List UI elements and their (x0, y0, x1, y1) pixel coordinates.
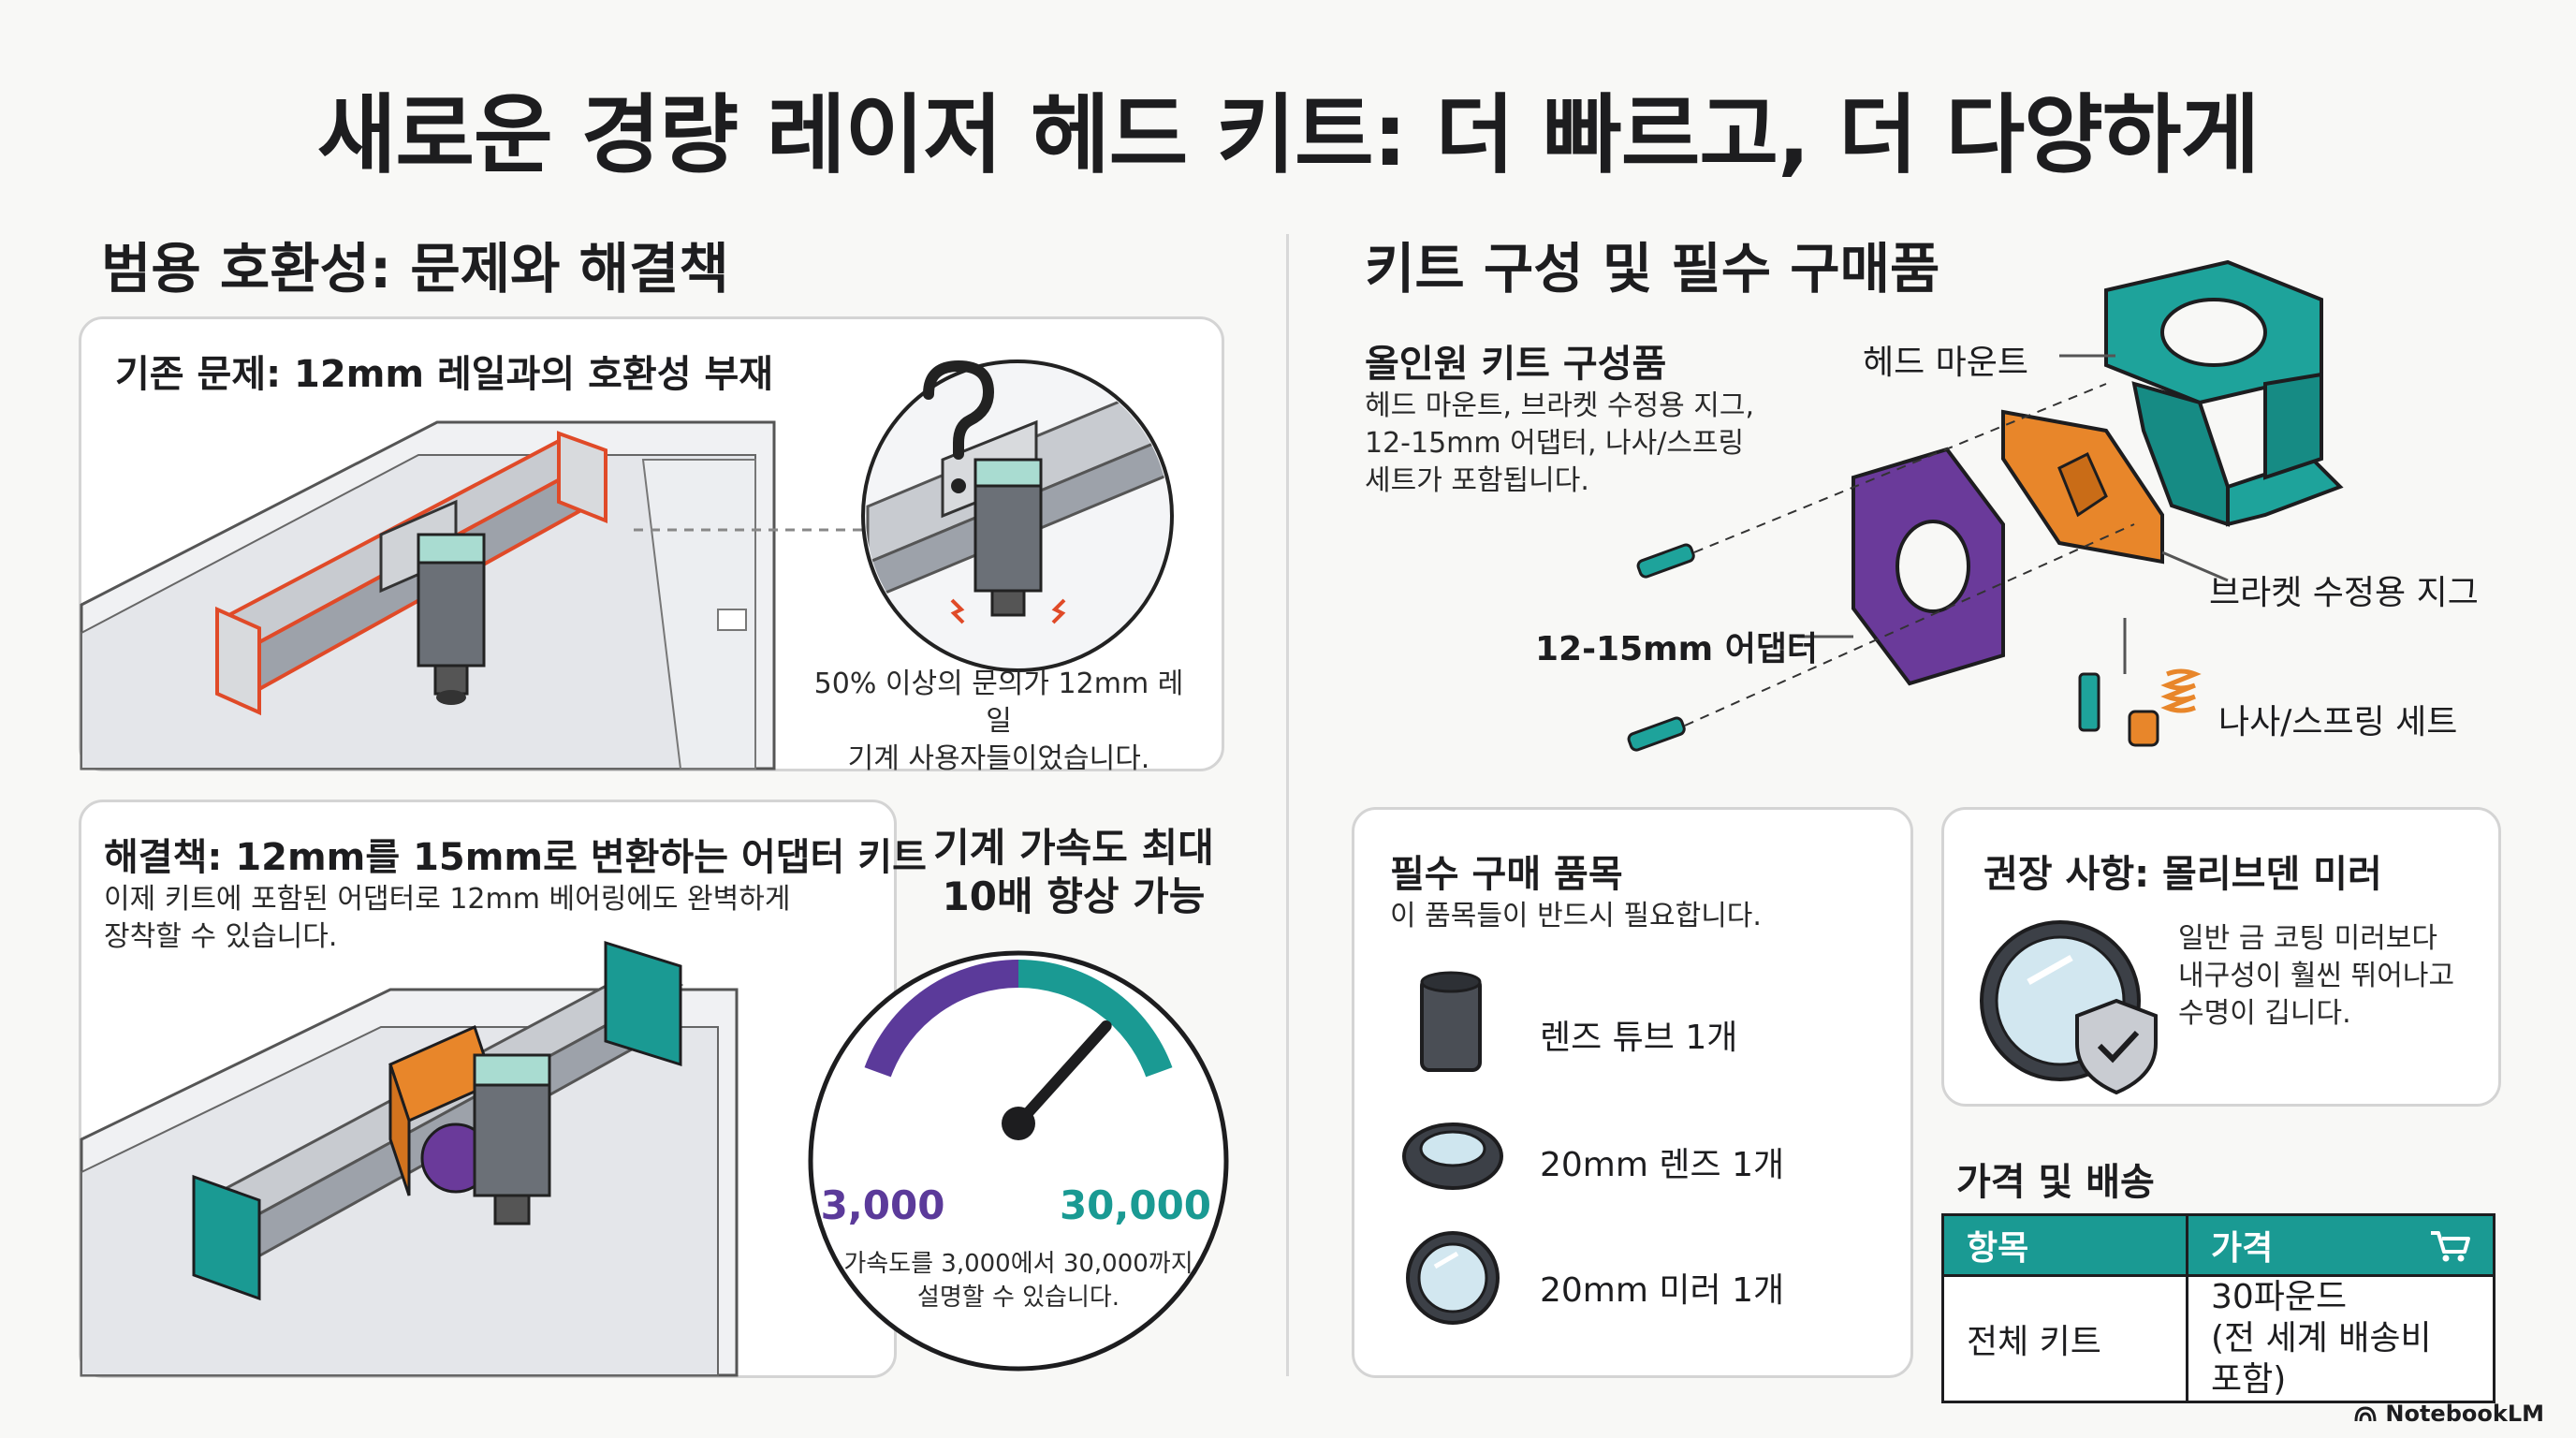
gauge-caption-line1: 가속도를 3,000에서 30,000까지 (843, 1250, 1193, 1278)
head-mount-part (2104, 259, 2344, 527)
solution-card: 해결책: 12mm를 15mm로 변환하는 어댑터 키트 이제 키트에 포함된 … (79, 800, 927, 1378)
required-item-1: 렌즈 튜브 1개 (1540, 1019, 1738, 1057)
laser-head (379, 499, 486, 705)
notebooklm-logo-icon (2354, 1406, 2377, 1422)
recommend-title: 권장 사항: 몰리브덴 미러 (1983, 853, 2382, 896)
gauge-needle (1013, 1020, 1112, 1129)
mirror-icon (1406, 1231, 1500, 1325)
recommend-desc-line3: 수명이 깁니다. (2178, 997, 2351, 1030)
required-subtitle: 이 품목들이 반드시 필요합니다. (1390, 900, 1762, 932)
solution-desc-line1: 이제 키트에 포함된 어댑터로 12mm 베어링에도 완벽하게 (104, 883, 791, 916)
pricing-header-row: 항목 가격 (1941, 1213, 2496, 1277)
required-title: 필수 구매 품목 (1390, 853, 1623, 896)
gauge-arc-high (1017, 960, 1173, 1078)
pricing-col-item: 항목 (1941, 1213, 2188, 1277)
solution-machine-illustration (80, 940, 739, 1377)
pricing-table: 항목 가격 전체 키트 30파운드 (전 세계 배송비 포함) (1941, 1213, 2496, 1403)
notebooklm-brand: NotebookLM (2353, 1401, 2544, 1427)
label-head-mount: 헤드 마운트 (1863, 344, 2029, 382)
solution-desc-line2: 장착할 수 있습니다. (104, 920, 338, 953)
pricing-row-price-line1: 30파운드 (2211, 1278, 2348, 1316)
adapter-part (1852, 447, 2005, 686)
required-icons (1402, 971, 1503, 1325)
question-mark-icon (923, 360, 995, 493)
label-bracket-jig: 브라켓 수정용 지그 (2209, 574, 2479, 612)
kit-exploded-illustration (1627, 259, 2344, 752)
pricing-row-kit: 전체 키트 30파운드 (전 세계 배송비 포함) (1941, 1274, 2496, 1403)
recommend-card: 권장 사항: 몰리브덴 미러 일반 금 코팅 미러보다 내구성이 훨씬 뛰어나고… (1941, 807, 2501, 1107)
gauge-caption-line2: 설명할 수 있습니다. (917, 1284, 1120, 1312)
kit-desc-line3: 세트가 포함됩니다. (1365, 464, 1589, 497)
pricing-col-price: 가격 (2186, 1213, 2496, 1277)
spring-icon (2128, 668, 2202, 747)
compatibility-heading: 범용 호환성: 문제와 해결책 (101, 237, 729, 301)
gauge-high-value: 30,000 (1060, 1182, 1211, 1228)
pricing-table-wrap: 항목 가격 전체 키트 30파운드 (전 세계 배송비 포함) (1941, 1213, 2496, 1403)
problem-caption-line1: 50% 이상의 문의가 12mm 레일 (813, 668, 1184, 738)
notebooklm-brand-text: NotebookLM (2385, 1401, 2544, 1427)
kit-desc: 헤드 마운트, 브라켓 수정용 지그, 12-15mm 어댑터, 나사/스프링 … (1365, 388, 1852, 500)
recommend-desc-line1: 일반 금 코팅 미러보다 (2178, 922, 2438, 955)
bracket-jig-part (2001, 409, 2164, 565)
recommend-desc-line2: 내구성이 훨씬 뛰어나고 (2178, 960, 2455, 992)
shield-check-icon (2075, 998, 2158, 1095)
accel-title: 기계 가속도 최대 10배 향상 가능 (900, 824, 1247, 921)
page-title: 새로운 경량 레이저 헤드 키트: 더 빠르고, 더 다양하게 (316, 85, 2260, 185)
cart-icon (2431, 1231, 2470, 1262)
zoom-detail (861, 360, 1174, 672)
problem-caption: 50% 이상의 문의가 12mm 레일 기계 사용자들이었습니다. (802, 666, 1195, 778)
molybdenum-mirror-icon (1980, 920, 2158, 1095)
pricing-title: 가격 및 배송 (1956, 1161, 2155, 1204)
gauge-low-value: 3,000 (821, 1182, 945, 1228)
column-divider (1286, 234, 1289, 1376)
solution-title: 해결책: 12mm를 15mm로 변환하는 어댑터 키트 (104, 836, 927, 879)
kit-desc-line1: 헤드 마운트, 브라켓 수정용 지그, (1365, 389, 1755, 422)
required-card: 필수 구매 품목 이 품목들이 반드시 필요합니다. 렌즈 튜브 1개 20mm… (1352, 807, 1913, 1378)
recommend-desc: 일반 금 코팅 미러보다 내구성이 훨씬 뛰어나고 수명이 깁니다. (2178, 920, 2478, 1033)
pricing-row-price: 30파운드 (전 세계 배송비 포함) (2186, 1274, 2496, 1403)
problem-caption-line2: 기계 사용자들이었습니다. (847, 742, 1150, 775)
problem-card: 기존 문제: 12mm 레일과의 호환성 부재 (79, 316, 1224, 775)
label-screws-springs: 나사/스프링 세트 (2218, 703, 2458, 741)
required-item-3: 20mm 미러 1개 (1540, 1271, 1785, 1310)
pricing-row-price-line2: (전 세계 배송비 포함) (2211, 1319, 2432, 1399)
lens-icon (1402, 1123, 1503, 1190)
kit-title: 올인원 키트 구성품 (1365, 343, 1667, 386)
problem-title: 기존 문제: 12mm 레일과의 호환성 부재 (115, 353, 774, 396)
pricing-row-item: 전체 키트 (1941, 1274, 2188, 1403)
problem-machine-illustration (80, 360, 1174, 770)
kit-desc-line2: 12-15mm 어댑터, 나사/스프링 (1365, 427, 1745, 460)
accel-title-line2: 10배 향상 가능 (942, 873, 1206, 919)
lens-tube-icon (1420, 971, 1482, 1072)
pricing-col-price-label: 가격 (2211, 1229, 2274, 1268)
kit-heading: 키트 구성 및 필수 구매품 (1365, 237, 1940, 301)
required-item-2: 20mm 렌즈 1개 (1540, 1146, 1785, 1184)
solution-desc: 이제 키트에 포함된 어댑터로 12mm 베어링에도 완벽하게 장착할 수 있습… (104, 881, 871, 956)
label-adapter: 12-15mm 어댑터 (1535, 630, 1819, 668)
accel-title-line1: 기계 가속도 최대 (933, 825, 1214, 871)
accel-gauge: 3,000 30,000 가속도를 3,000에서 30,000까지 설명할 수… (808, 950, 1229, 1372)
gauge-arc-low (864, 960, 1019, 1078)
screw-icon (1627, 543, 2100, 752)
